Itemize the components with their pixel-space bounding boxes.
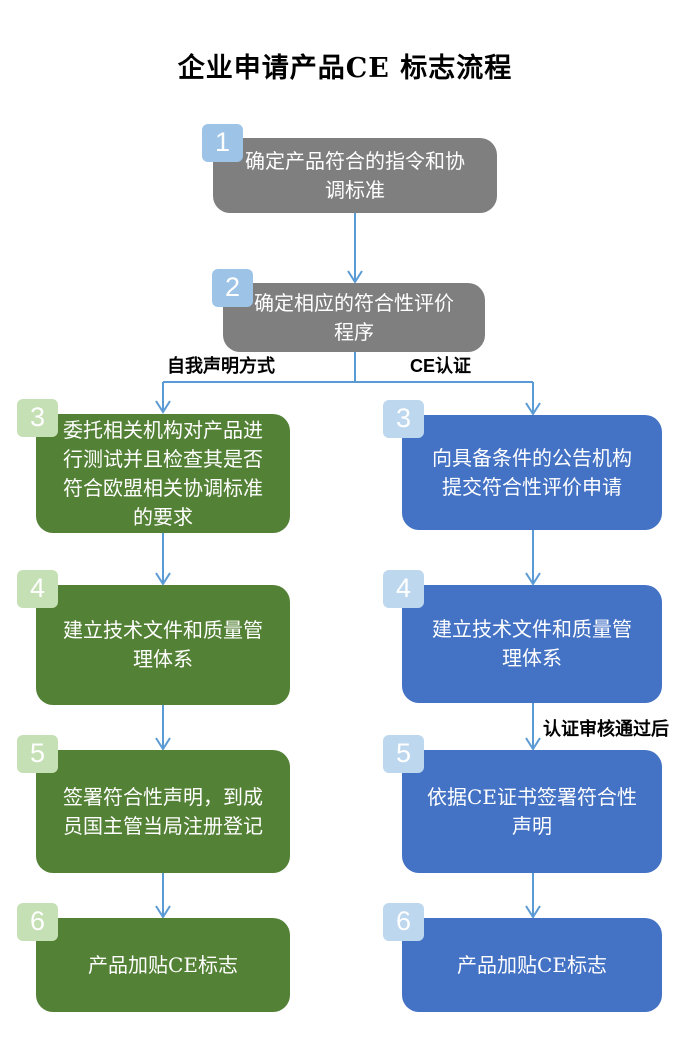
- step-text: 向具备条件的公告机构 提交符合性评价申请: [432, 445, 632, 499]
- step-text: 委托相关机构对产品进 行测试并且检查其是否 符合欧盟相关协调标准 的要求: [63, 417, 263, 529]
- arrowhead-icon: [155, 905, 171, 919]
- step-text: 产品加贴CE标志: [88, 952, 238, 977]
- step-number-badge: 6: [17, 903, 58, 941]
- step-number-badge: 4: [383, 570, 424, 608]
- step-text: 建立技术文件和质量管 理体系: [432, 617, 632, 670]
- step-number-badge: 5: [383, 735, 424, 773]
- step-text: 签署符合性声明，到成 员国主管当局注册登记: [63, 784, 263, 838]
- audit-passed-note: 认证审核通过后: [543, 719, 669, 739]
- step-box-left-4: 4 建立技术文件和质量管 理体系: [17, 570, 290, 705]
- step-text: 产品加贴CE标志: [457, 952, 607, 977]
- step-box-right-5: 5 依据CE证书签署符合性 声明: [383, 735, 662, 873]
- arrowhead-icon: [525, 402, 541, 416]
- branch-label-self-declaration: 自我声明方式: [167, 356, 275, 376]
- arrowhead-icon: [525, 572, 541, 586]
- step-text: 确定相应的符合性评价 程序: [254, 290, 454, 344]
- step-number-badge: 5: [17, 735, 58, 773]
- page-title: 企业申请产品CE 标志流程: [177, 53, 513, 84]
- step-box-left-6: 6 产品加贴CE标志: [17, 903, 290, 1012]
- step-text: 建立技术文件和质量管 理体系: [63, 618, 263, 671]
- step-box-right-4: 4 建立技术文件和质量管 理体系: [383, 570, 662, 703]
- step-box-1: 1 确定产品符合的指令和协 调标准: [202, 124, 497, 213]
- step-number-badge: 1: [202, 124, 243, 162]
- step-number-badge: 3: [383, 400, 424, 438]
- arrowhead-icon: [155, 572, 171, 586]
- arrowhead-icon: [525, 737, 541, 751]
- arrowhead-icon: [525, 905, 541, 919]
- step-number-badge: 3: [17, 399, 58, 437]
- step-box-right-6: 6 产品加贴CE标志: [383, 903, 662, 1012]
- arrowhead-icon: [155, 737, 171, 751]
- arrowhead-icon: [347, 270, 363, 284]
- step-box-left-5: 5 签署符合性声明，到成 员国主管当局注册登记: [17, 735, 290, 873]
- step-text: 依据CE证书签署符合性 声明: [427, 784, 637, 838]
- step-number-badge: 4: [17, 570, 58, 608]
- branch-label-ce-certification: CE认证: [410, 356, 472, 376]
- step-number-badge: 2: [212, 269, 253, 307]
- step-number-badge: 6: [383, 903, 424, 941]
- arrowhead-icon: [155, 400, 171, 414]
- step-box-2: 2 确定相应的符合性评价 程序: [212, 269, 485, 352]
- step-box-left-3: 3 委托相关机构对产品进 行测试并且检查其是否 符合欧盟相关协调标准 的要求: [17, 399, 290, 533]
- step-box-right-3: 3 向具备条件的公告机构 提交符合性评价申请: [383, 400, 662, 530]
- step-text: 确定产品符合的指令和协 调标准: [245, 148, 465, 202]
